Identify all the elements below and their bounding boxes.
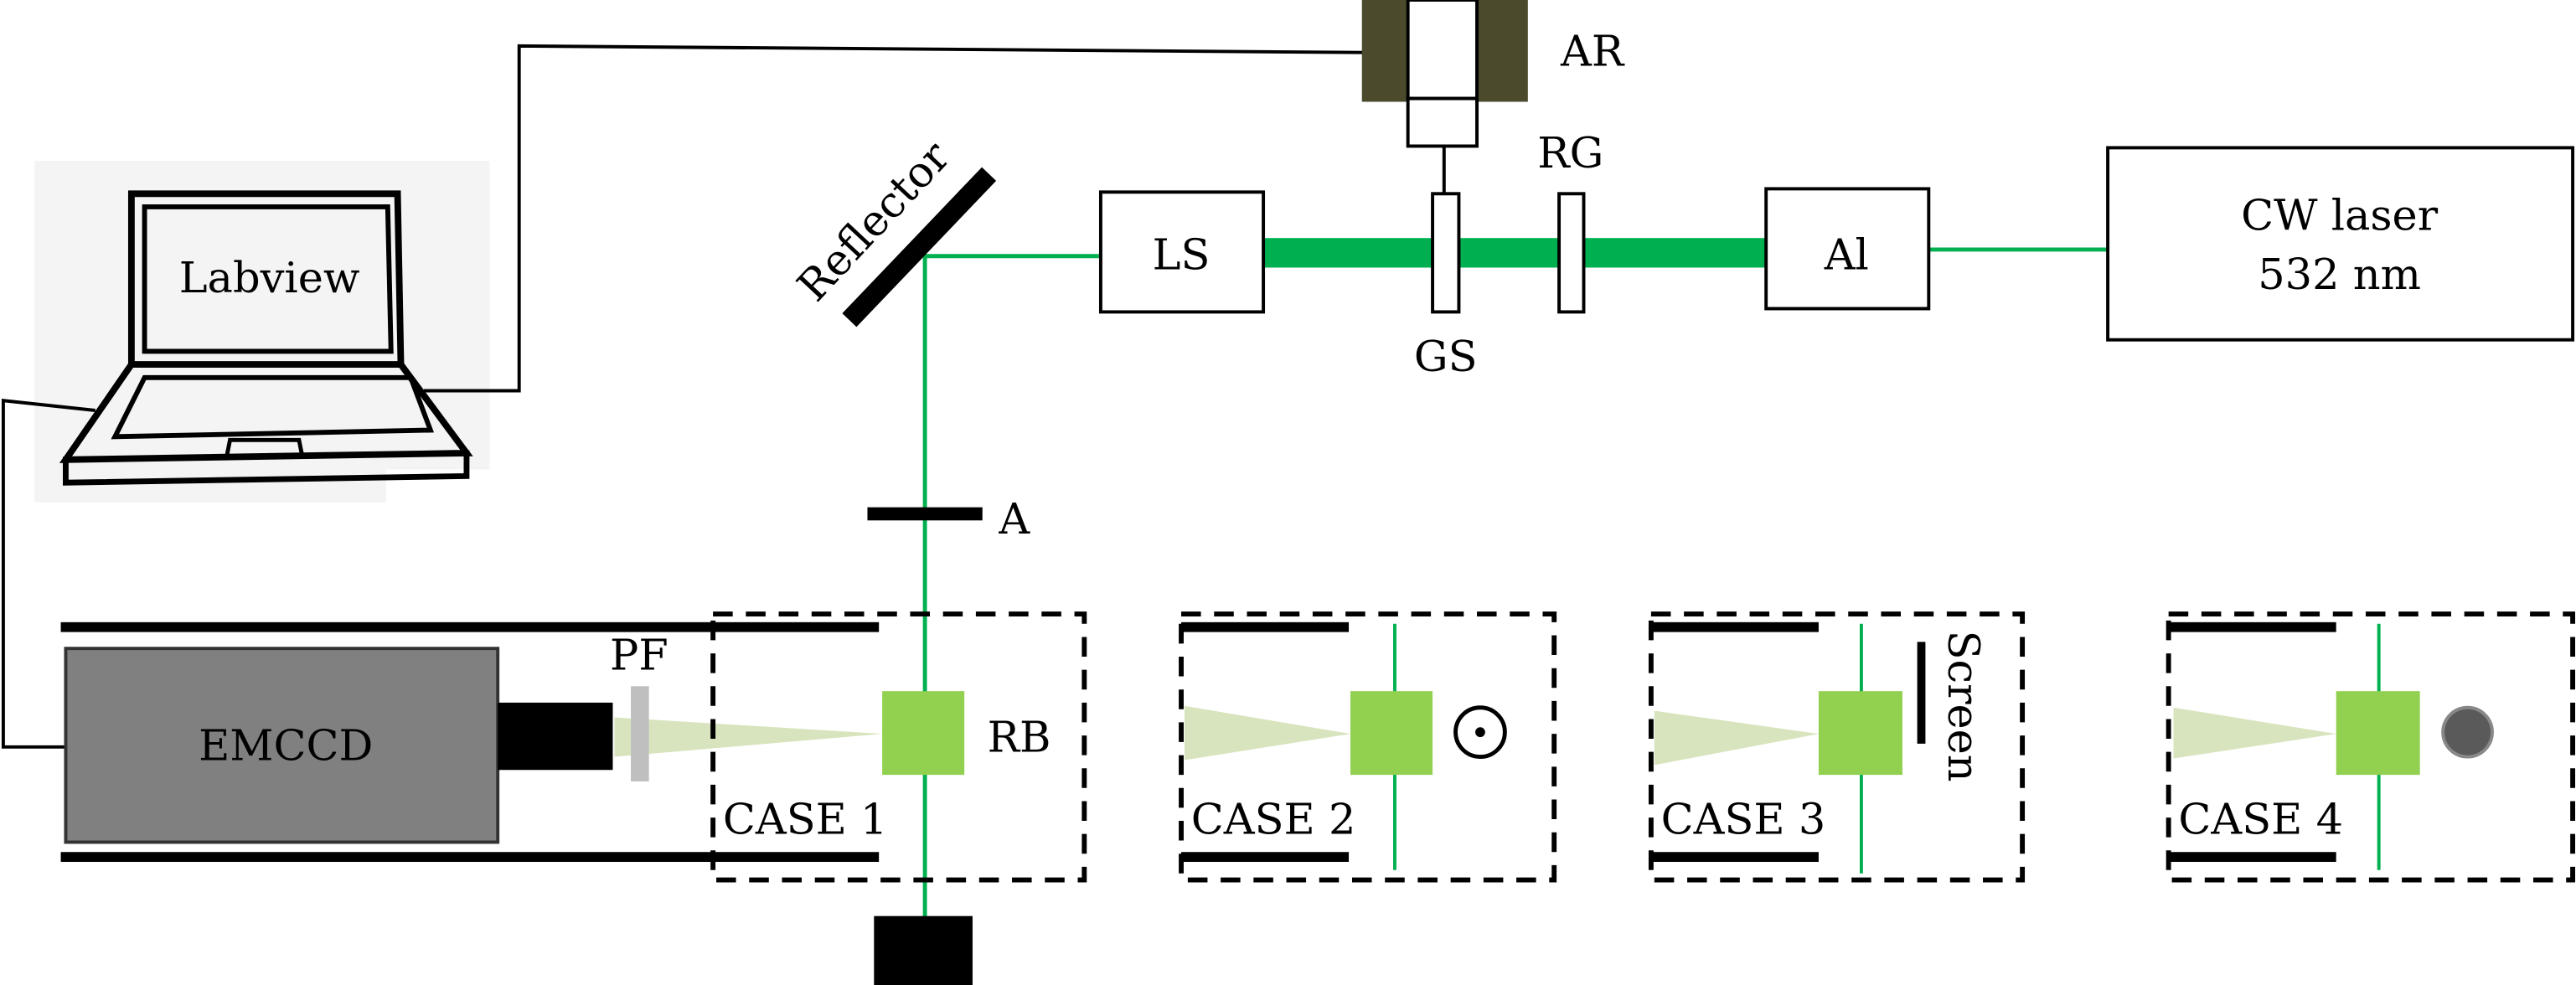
scatter-cone: [2173, 707, 2336, 759]
ball-icon: [2441, 705, 2494, 759]
reflector-mirror: [842, 167, 997, 327]
camera-lens: [498, 702, 613, 771]
case-label: CASE 2: [1191, 796, 1356, 845]
aperture: [867, 507, 983, 521]
al-box: [1764, 187, 1931, 311]
sample-cell: [1350, 691, 1433, 776]
case-label: CASE 4: [2178, 796, 2343, 845]
rail-bottom: [60, 852, 880, 862]
scatter-cone: [1184, 705, 1351, 761]
cw-laser-label-line2: 532 nm: [2258, 250, 2421, 300]
laser-beam-expanded: [1263, 238, 1767, 268]
laptop: Labview: [34, 161, 490, 503]
rg-element: [1557, 192, 1586, 314]
scatter-cone: [1654, 710, 1819, 766]
al-label: Al: [1824, 230, 1869, 280]
rg-label: RG: [1537, 129, 1603, 178]
ar-rotator: AR: [1361, 0, 1625, 194]
laptop-ar-cable: [423, 44, 1364, 393]
cw-laser-box: [2106, 146, 2575, 342]
gs-label: GS: [1414, 333, 1478, 382]
case-label: CASE 1: [723, 796, 888, 845]
screen: [1917, 642, 1926, 744]
case-3: Screen CASE 3: [1648, 611, 2026, 883]
ls-label: LS: [1153, 230, 1211, 280]
dot-circle-icon: [1453, 705, 1507, 760]
rb-label: RB: [988, 714, 1051, 763]
emccd-camera: [64, 647, 500, 844]
emccd-label: EMCCD: [199, 721, 373, 771]
laptop-label: Labview: [179, 254, 360, 303]
beam-dump: [874, 915, 973, 985]
rail-top: [60, 621, 880, 632]
ls-box: [1098, 190, 1266, 314]
scatter-cone-case-1: [614, 717, 883, 757]
aperture-label: A: [998, 495, 1030, 544]
screen-label: Screen: [1938, 631, 1987, 782]
case-1: RB CASE 1: [710, 611, 1087, 883]
sample-cell: [882, 691, 965, 776]
ar-label: AR: [1560, 27, 1625, 76]
pf-label: PF: [610, 632, 669, 681]
case-4: CASE 4: [2166, 611, 2576, 883]
cw-laser-label-line1: CW laser: [2241, 191, 2439, 240]
case-label: CASE 3: [1661, 796, 1826, 845]
gs-element: [1431, 192, 1461, 314]
polarization-filter: [631, 686, 649, 781]
laser-beam-reflected: [922, 254, 1101, 985]
sample-cell: [1818, 691, 1902, 776]
case-2: CASE 2: [1179, 611, 1557, 883]
sample-cell: [2336, 691, 2420, 776]
laptop-emccd-cable: [1, 399, 96, 749]
